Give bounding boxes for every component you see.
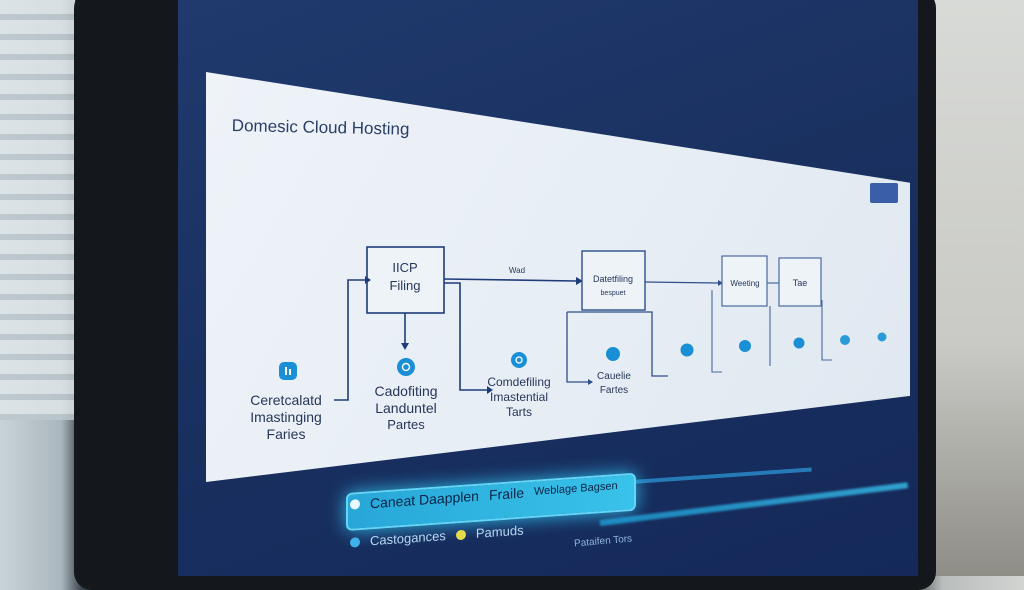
node-icon — [793, 337, 805, 349]
top-connector — [443, 278, 577, 282]
flow-diagram: IICP Filing Wad Datetfiling bespuet Weet… — [250, 246, 887, 442]
arrowhead — [401, 343, 409, 350]
small-node-line2: Fartes — [600, 385, 628, 396]
center-node-line1: Cadofiting — [374, 383, 437, 399]
step-loop — [711, 290, 722, 373]
arrowhead — [487, 386, 493, 394]
small-node-line1: Cauelie — [597, 371, 631, 382]
icp-box-line2: Filing — [389, 278, 420, 293]
row-label-b[interactable]: Pamuds — [475, 522, 524, 541]
panel-action-button[interactable] — [870, 183, 898, 203]
arrow-label: Wad — [509, 266, 525, 275]
center-node-line2: Landuntel — [375, 400, 437, 416]
arrowhead — [588, 379, 593, 385]
node-icon — [840, 335, 850, 345]
left-node-line2: Imastinging — [250, 409, 322, 425]
arrowhead — [718, 280, 723, 286]
center-node-icon — [397, 358, 415, 376]
step-connector — [644, 281, 719, 284]
step-box-b-label: Tae — [793, 278, 808, 288]
mid-loop-connector — [567, 311, 668, 377]
left-node-line3: Faries — [267, 426, 306, 442]
right-node-icon — [511, 352, 527, 368]
tab-dot-icon — [350, 499, 360, 510]
mid-box-line1: Datetfiling — [593, 274, 633, 284]
mid-filing-box — [581, 250, 646, 311]
step-down-b — [821, 300, 832, 361]
center-node-line3: Partes — [387, 417, 425, 432]
step-box-a — [721, 255, 768, 307]
row-dot-icon-yellow — [455, 529, 466, 540]
node-icon — [680, 343, 694, 357]
step-box-b — [778, 257, 822, 307]
right-node-line3: Tarts — [506, 405, 532, 419]
left-node-line1: Ceretcalatd — [250, 392, 322, 408]
step-box-a-label: Weeting — [730, 279, 759, 288]
tab-label-second[interactable]: Fraile — [488, 484, 524, 504]
left-connector — [334, 279, 365, 401]
right-node-line1: Comdefiling — [487, 375, 550, 389]
node-icon — [606, 347, 620, 361]
row-label-a[interactable]: Castogances — [370, 528, 446, 549]
icp-filing-box — [366, 246, 445, 314]
arrowhead — [365, 276, 371, 284]
icp-box-line1: IICP — [392, 260, 417, 275]
mid-box-line2: bespuet — [601, 290, 626, 297]
mid-down-connector — [566, 312, 588, 383]
branch-connector — [444, 282, 487, 391]
background-window-blinds — [0, 0, 75, 420]
node-icon — [877, 332, 887, 342]
right-node-line2: Imastential — [490, 390, 548, 404]
background-wall — [929, 0, 1024, 576]
node-icon — [739, 340, 751, 352]
left-node-icon — [279, 362, 297, 380]
row-dot-icon — [350, 536, 360, 548]
arrowhead — [576, 277, 583, 285]
